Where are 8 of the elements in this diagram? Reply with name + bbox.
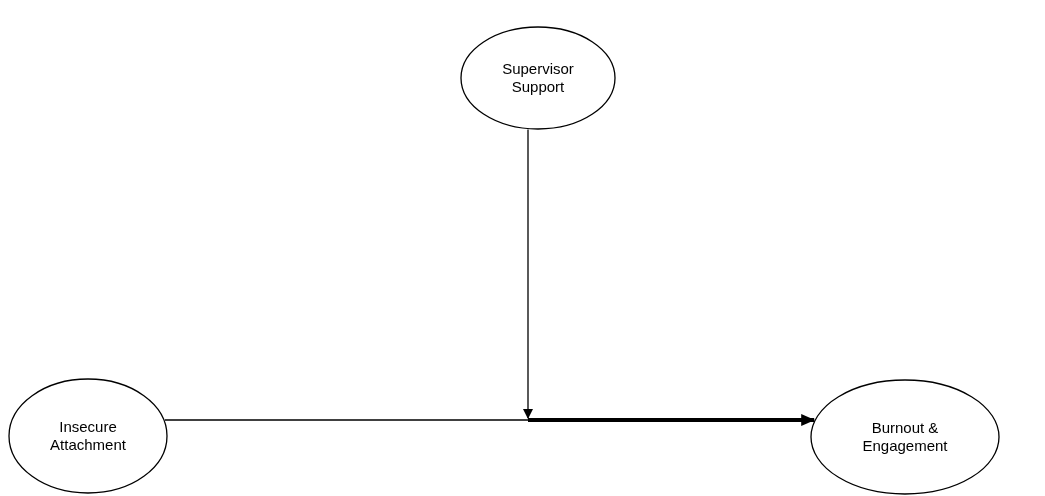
node-label: Burnout & Engagement <box>861 419 949 455</box>
ellipse-node <box>8 378 168 494</box>
ellipse-node <box>460 26 616 130</box>
ellipse-node <box>810 379 1000 495</box>
node-label: Insecure Attachment <box>49 418 127 454</box>
arrow <box>523 128 533 419</box>
arrow <box>164 414 816 426</box>
node-label: Supervisor Support <box>501 60 575 96</box>
